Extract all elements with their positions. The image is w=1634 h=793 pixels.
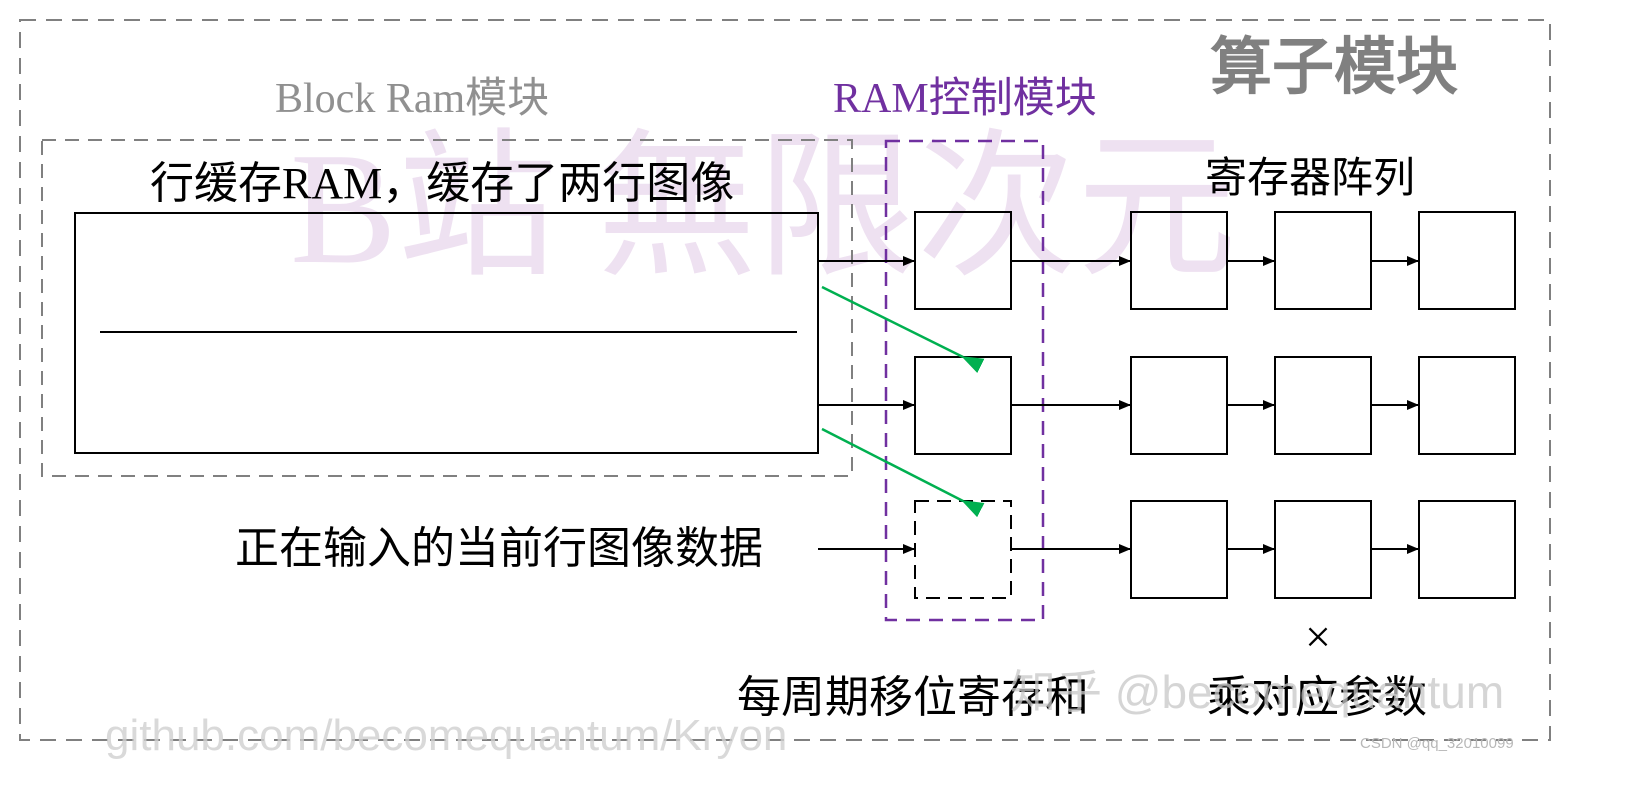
csdn-watermark: CSDN @qq_32010099 (1360, 735, 1514, 752)
zhihu-watermark: 知乎 @becomequantum (1010, 666, 1504, 718)
register-row-3-col-3 (1418, 500, 1516, 599)
operator-module-label: 算子模块 (1210, 33, 1458, 102)
register-row-2-col-2 (1274, 356, 1372, 455)
operator-module-border (19, 19, 1551, 741)
register-row-3-col-2 (1274, 500, 1372, 599)
register-row-3-col-1 (1130, 500, 1228, 599)
input-data-label: 正在输入的当前行图像数据 (235, 524, 763, 573)
feedback-arrow-row3-to-ram (821, 427, 985, 518)
register-row-2-col-3 (1418, 356, 1516, 455)
shift-register-label: 每周期移位寄存和 (737, 673, 1089, 722)
feedback-arrow-row2-to-ram (821, 285, 985, 374)
block-ram-module-border (41, 139, 853, 477)
block-ram-module-label: Block Ram模块 (275, 76, 549, 122)
register-row-2-col-1 (1130, 356, 1228, 455)
ram-control-register-row-2 (914, 356, 1012, 455)
register-row-1-col-3 (1418, 211, 1516, 310)
line-buffer-label: 行缓存RAM，缓存了两行图像 (150, 159, 734, 208)
ram-control-register-row-3 (914, 500, 1012, 599)
register-array-label: 寄存器阵列 (1205, 156, 1415, 202)
times-symbol: × (1305, 611, 1331, 662)
multiply-parameter-label: 乘对应参数 (1207, 673, 1427, 722)
ram-control-module-border (884, 139, 1045, 622)
ram-control-module-label: RAM控制模块 (833, 76, 1097, 122)
b-site-watermark: B站 無限次元 (290, 119, 1237, 297)
register-row-1-col-2 (1274, 211, 1372, 310)
github-watermark: github.com/becomequantum/Kryon (105, 711, 787, 760)
line-buffer-ram (74, 212, 819, 454)
